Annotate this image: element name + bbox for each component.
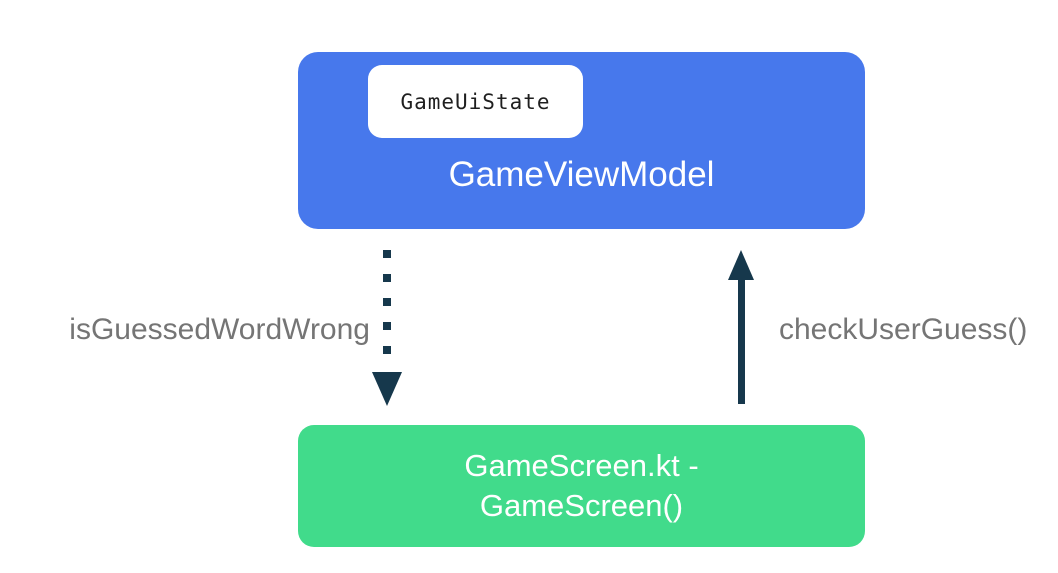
gameuistate-chip: GameUiState [368,65,583,138]
dotted-down-arrow [383,250,391,370]
up-arrow-label: checkUserGuess() [779,313,1028,346]
down-arrowhead-icon [372,372,402,406]
arrow-dot [383,250,391,258]
gamescreen-title-line2: GameScreen() [479,488,684,523]
gameviewmodel-title: GameViewModel [448,155,715,194]
arrow-dot [383,322,391,330]
down-arrow-label: isGuessedWordWrong [69,313,370,346]
arrow-dot [383,298,391,306]
arrow-dot [383,274,391,282]
arrow-dot [383,346,391,354]
gamescreen-title-line1: GameScreen.kt - [464,448,699,483]
solid-up-arrow [738,278,745,404]
gamescreen-box: GameScreen.kt - GameScreen() [298,425,865,547]
gameviewmodel-box: GameUiState GameViewModel [298,52,865,229]
up-arrowhead-icon [728,250,754,280]
gameuistate-chip-label: GameUiState [400,89,551,114]
